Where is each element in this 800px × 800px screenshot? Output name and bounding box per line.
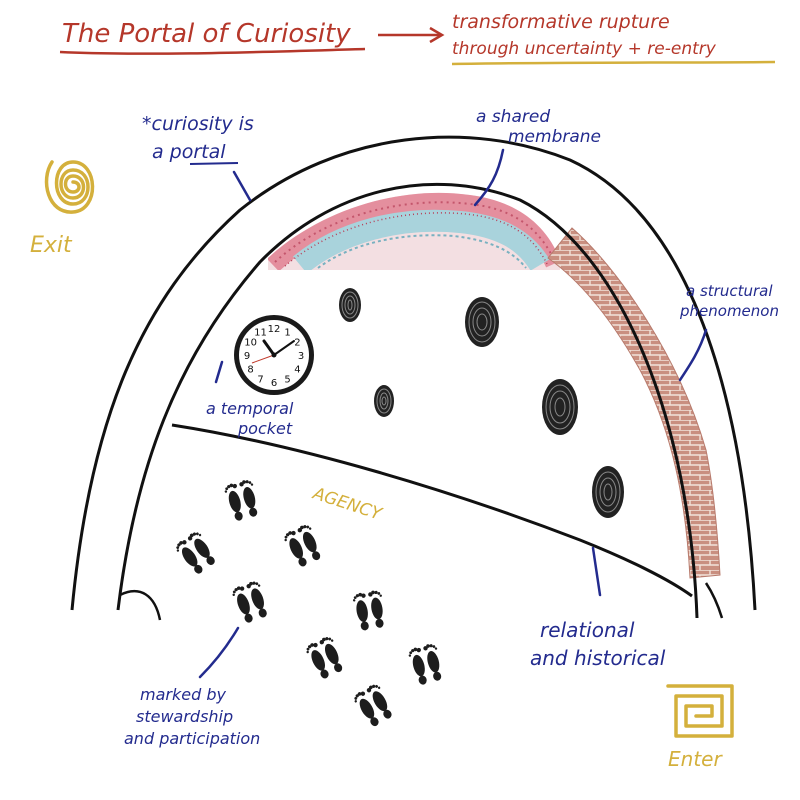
fingerprint-icon — [465, 297, 499, 347]
footprint-pair-icon — [230, 579, 271, 625]
temporal-label-1: a temporal — [206, 399, 294, 418]
shared-membrane — [260, 185, 570, 275]
subtitle-underline — [452, 62, 775, 64]
relational-label-2: and historical — [530, 646, 666, 670]
footprint-pair-icon — [352, 682, 396, 729]
arch-base-curl — [120, 591, 160, 620]
subtitle-line-1: transformative rupture — [452, 11, 670, 33]
enter-label: Enter — [668, 747, 723, 771]
structural-label-1: a structural — [686, 282, 773, 300]
leader-relational — [593, 548, 600, 595]
clock-numeral: 8 — [247, 365, 253, 376]
clock-numeral: 9 — [244, 351, 250, 362]
exit-label: Exit — [30, 233, 73, 258]
clock-numeral: 12 — [268, 324, 281, 335]
leader-curiosity — [234, 172, 250, 200]
stewardship-label-1: marked by — [140, 685, 226, 704]
clock-numeral: 2 — [294, 338, 300, 349]
relational-label-1: relational — [540, 618, 635, 642]
footprint-pair-icon — [282, 522, 325, 569]
clock-numeral: 4 — [294, 365, 300, 376]
leader-stewardship — [200, 628, 238, 677]
stewardship-label-3: and participation — [124, 729, 260, 748]
footprint-pair-icon — [352, 589, 388, 631]
agency-label: AGENCY — [310, 483, 386, 525]
footprint-pair-icon — [304, 634, 347, 681]
stewardship-label-2: stewardship — [136, 707, 233, 726]
clock-numeral: 1 — [284, 328, 290, 339]
clock-numeral: 10 — [244, 338, 257, 349]
title-group: The Portal of Curiosity transformative r… — [60, 11, 775, 64]
clock-numeral: 7 — [257, 374, 263, 385]
footprint-pair-icon — [407, 642, 445, 686]
temporal-label-2: pocket — [237, 419, 293, 438]
curiosity-label-2: a portal — [152, 141, 226, 163]
spiral-icon — [47, 162, 93, 212]
fingerprint-icon — [542, 379, 578, 435]
diagram-title: The Portal of Curiosity — [62, 19, 351, 49]
leader-temporal — [216, 362, 222, 382]
subtitle-line-2: through uncertainty + re-entry — [452, 39, 717, 59]
arch-base-right — [706, 583, 722, 618]
fingerprints — [339, 288, 624, 518]
structural-label-2: phenomenon — [679, 302, 779, 320]
square-spiral-icon — [668, 686, 732, 736]
curiosity-label-1: *curiosity is — [142, 113, 254, 135]
fingerprint-icon — [592, 466, 624, 518]
clock-numeral: 6 — [271, 378, 277, 389]
title-underline — [60, 49, 365, 54]
fingerprint-icon — [374, 385, 394, 417]
portal-underline — [190, 163, 238, 164]
membrane-label-2: membrane — [508, 127, 601, 147]
fingerprint-icon — [339, 288, 361, 322]
clock-numeral: 11 — [254, 328, 267, 339]
leader-structural — [680, 330, 706, 380]
clock-numeral: 5 — [284, 374, 290, 385]
footprint-pair-icon — [173, 529, 219, 577]
clock-numeral: 3 — [298, 351, 304, 362]
footprint-pair-icon — [223, 478, 261, 522]
membrane-label-1: a shared — [476, 107, 550, 127]
